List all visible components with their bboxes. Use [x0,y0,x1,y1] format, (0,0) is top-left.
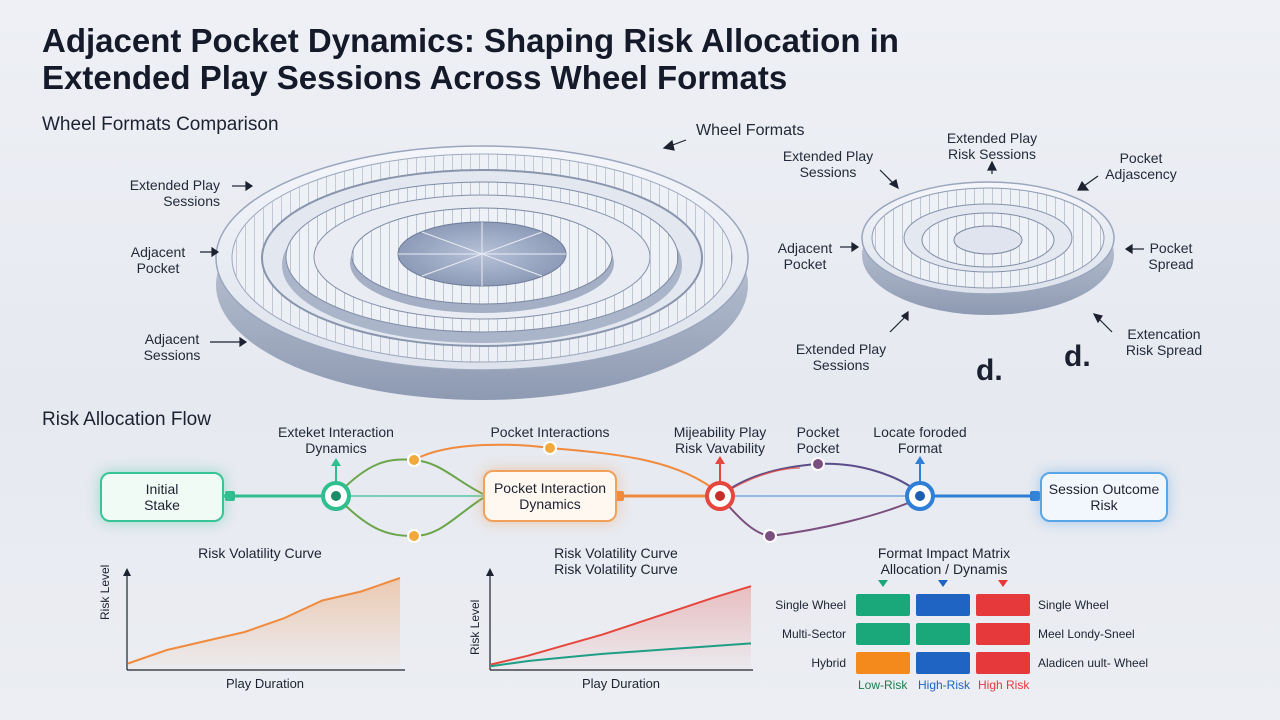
matrix-row-label-right: Single Wheel [1038,598,1109,612]
matrix-column-arrow-icon [938,580,948,587]
matrix-legend-item: Low-Risk [858,678,908,692]
flow-diagram [224,441,1040,543]
matrix-column-arrow-icon [998,580,1008,587]
matrix-legend-item: High Risk [978,678,1030,692]
chart1-area [128,578,400,670]
label-small-extended-play-sessions: Extended Play Sessions [782,148,874,180]
label-extencation-risk-spread: Extencation Risk Spread [1125,326,1203,358]
chart1 [123,568,405,671]
wheels-graphic [200,139,1144,400]
node-initial-stake: Initial Stake [100,472,224,522]
flow-label-pocket-interactions: Pocket Interactions [490,424,610,440]
matrix-cell [976,652,1030,674]
chart2-title: Risk Volatility Curve Risk Volatility Cu… [554,545,678,577]
label-small-extended-play-sessions-bottom: Extended Play Sessions [795,341,887,373]
matrix-cell [976,623,1030,645]
chart2-xlabel: Play Duration [582,676,661,691]
chart2-series-line-2 [490,642,752,668]
label-small-adjacent-pocket: Adjacent Pocket [777,240,833,272]
marker-right: d. [1064,340,1091,373]
matrix-arrows [856,580,1036,590]
flow-label-pocket-pocket: Pocket Pocket [796,424,840,456]
node-pocket-interaction: Pocket Interaction Dynamics [483,470,617,522]
label-adjacent-pocket: Adjacent Pocket [130,244,186,276]
chart2 [486,568,753,671]
label-adjacent-sessions: Adjacent Sessions [143,331,201,363]
label-pocket-adjascency: Pocket Adjascency [1105,150,1177,182]
matrix-cell [916,594,970,616]
marker-left: d. [976,354,1003,387]
flow-label-mijeability: Mijeability Play Risk Vavability [673,424,767,456]
matrix-row-label-left: Hybrid [811,656,846,670]
label-extended-play-risk-sessions: Extended Play Risk Sessions [946,130,1038,162]
chart1-xlabel: Play Duration [226,676,305,691]
matrix-row-label-left: Multi-Sector [781,627,846,641]
flow-label-exteket: Exteket Interaction Dynamics [278,424,394,456]
matrix-row-label-left: Single Wheel [775,598,846,612]
flow-label-locate: Locate foroded Format [873,424,967,456]
label-pocket-spread: Pocket Spread [1148,240,1194,272]
matrix-cell [916,652,970,674]
matrix-column-arrow-icon [878,580,888,587]
chart2-series-line-1 [490,585,752,666]
page-title: Adjacent Pocket Dynamics: Shaping Risk A… [42,22,899,96]
matrix-cell [856,594,910,616]
matrix-row-label-right: Aladicen uult- Wheel [1038,656,1149,670]
matrix-cell [856,652,910,674]
chart1-series-line [127,577,401,665]
chart2-ylabel: Risk Level [468,599,482,655]
label-extended-play-sessions: Extended Play Sessions [129,177,220,209]
matrix-cell [916,623,970,645]
label-wheel-formats: Wheel Formats [696,122,805,139]
matrix-cell [976,594,1030,616]
matrix-legend: Low-Risk High-Risk High Risk [856,678,1046,694]
matrix-title: Format Impact Matrix Allocation / Dynami… [877,545,1011,577]
node-session-outcome: Session Outcome Risk [1040,472,1168,522]
flow-section-title: Risk Allocation Flow [42,409,211,430]
wheels-section-title: Wheel Formats Comparison [42,114,279,135]
matrix-row-label-right: Meel Londy-Sneel [1038,627,1135,641]
big-wheel [215,145,749,400]
small-wheel [861,181,1115,315]
chart1-title: Risk Volatility Curve [198,545,322,561]
matrix-grid [856,594,1036,680]
matrix-legend-item: High-Risk [918,678,971,692]
matrix-cell [856,623,910,645]
chart1-ylabel: Risk Level [98,564,112,620]
